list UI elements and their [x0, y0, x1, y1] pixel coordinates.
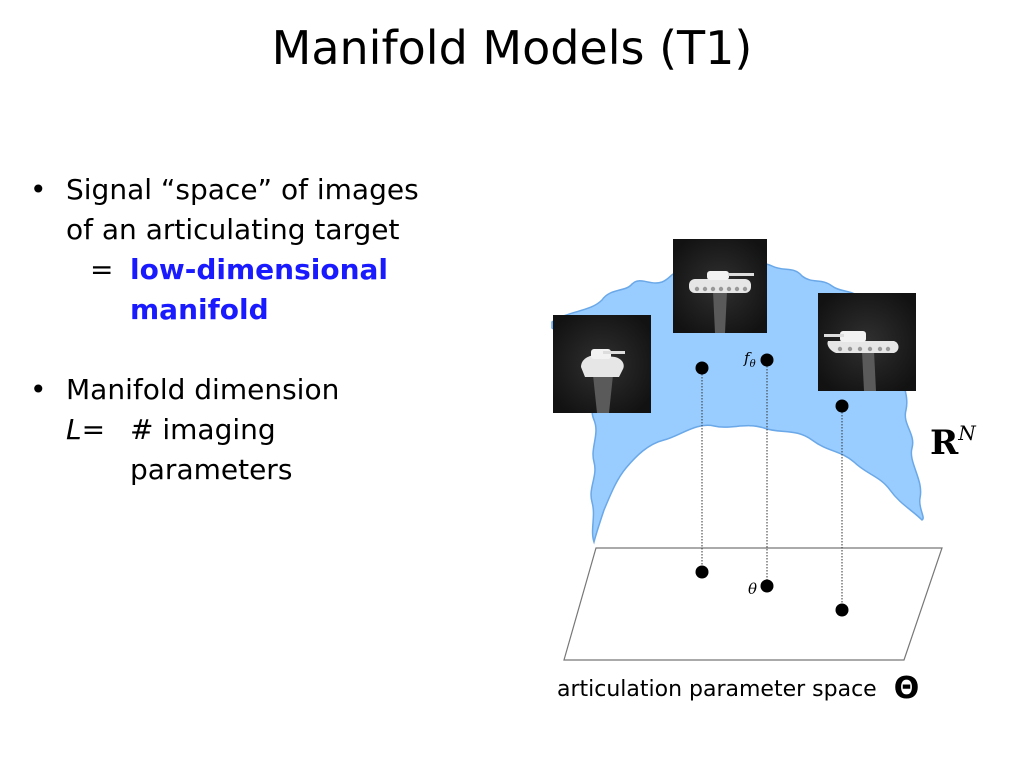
bullet-item-manifold-dimension: • Manifold dimension L=# imaging paramet…	[28, 370, 518, 490]
highlight-low-dimensional: low-dimensional	[130, 253, 388, 286]
slide-title: Manifold Models (T1)	[271, 21, 753, 75]
bullet-2-line-1: Manifold dimension	[66, 373, 340, 406]
parameter-plane	[563, 547, 943, 661]
diagram-caption: articulation parameter space Θ	[557, 674, 919, 705]
highlight-manifold: manifold	[130, 293, 269, 326]
manifold-point-right	[835, 399, 849, 413]
manifold-point-left	[695, 361, 709, 375]
variable-l: L	[66, 413, 82, 446]
bullet-list: • Signal “space” of images of an articul…	[28, 170, 518, 530]
bullet-item-signal-space: • Signal “space” of images of an articul…	[28, 170, 518, 330]
bullet-1-line-2: of an articulating target	[66, 213, 400, 246]
bullet-2-equation-row: L=# imaging	[66, 410, 518, 450]
manifold-point-center	[760, 353, 774, 367]
bullet-2-line-2: # imaging	[130, 413, 276, 446]
bullet-2-line-3: parameters	[130, 453, 293, 486]
space-label-rn: RN	[930, 421, 977, 463]
bullet-marker: •	[30, 173, 47, 206]
tank-image-right	[818, 293, 916, 391]
equals-sign: =	[81, 413, 106, 446]
tank-image-left	[553, 315, 651, 413]
point-label-f-theta: fθ	[743, 349, 756, 370]
tank-image-top	[673, 239, 767, 333]
param-label-theta: θ	[748, 580, 757, 598]
equals-sign: =	[90, 253, 114, 286]
bullet-marker: •	[30, 373, 47, 406]
bullet-1-line-1: Signal “space” of images	[66, 173, 419, 206]
manifold-diagram: fθ θ RN	[551, 239, 977, 661]
dimension-variable: L=	[66, 410, 130, 450]
theta-symbol: Θ	[893, 671, 920, 706]
caption-text: articulation parameter space	[557, 677, 877, 702]
plane-point-right	[835, 603, 849, 617]
plane-point-center	[760, 579, 774, 593]
bullet-1-equation-row: = low-dimensional	[66, 250, 518, 290]
plane-point-left	[695, 565, 709, 579]
